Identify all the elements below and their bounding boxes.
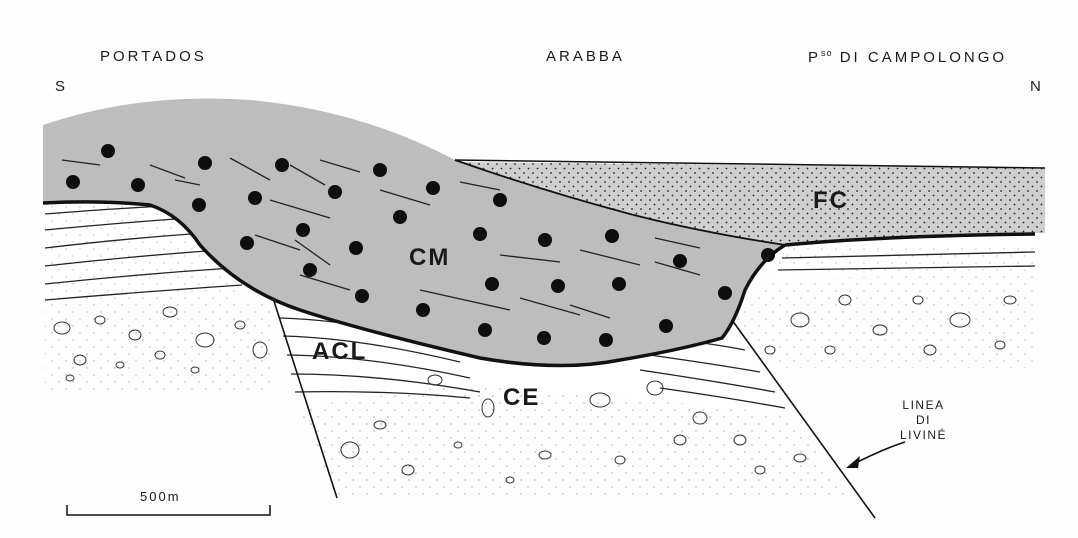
scale-bar bbox=[67, 505, 270, 515]
location-passo-prefix: P bbox=[808, 49, 821, 66]
ce-block-right bbox=[735, 275, 1035, 368]
unit-label-cm: CM bbox=[409, 244, 450, 272]
unit-label-ce: CE bbox=[503, 384, 540, 412]
fault-label-line2: DI bbox=[900, 413, 947, 428]
unit-label-acl: ACL bbox=[312, 338, 367, 366]
location-passo-superscript: so bbox=[821, 48, 833, 58]
fault-label-line1: LINEA bbox=[900, 398, 947, 413]
location-passo-campolongo: Pso DI CAMPOLONGO bbox=[808, 48, 1007, 66]
fault-arrow-head bbox=[846, 456, 860, 468]
direction-north: N bbox=[1030, 78, 1041, 95]
location-portados: PORTADOS bbox=[100, 48, 207, 65]
scale-label: 500m bbox=[140, 489, 181, 504]
ce-block-left bbox=[45, 300, 275, 390]
fault-label-line3: LIVINÉ bbox=[900, 428, 947, 443]
unit-label-fc: FC bbox=[813, 187, 849, 215]
fault-label: LINEA DI LIVINÉ bbox=[900, 398, 947, 443]
location-passo-name: DI CAMPOLONGO bbox=[840, 49, 1007, 66]
location-arabba: ARABBA bbox=[546, 48, 625, 65]
direction-south: S bbox=[55, 78, 65, 95]
